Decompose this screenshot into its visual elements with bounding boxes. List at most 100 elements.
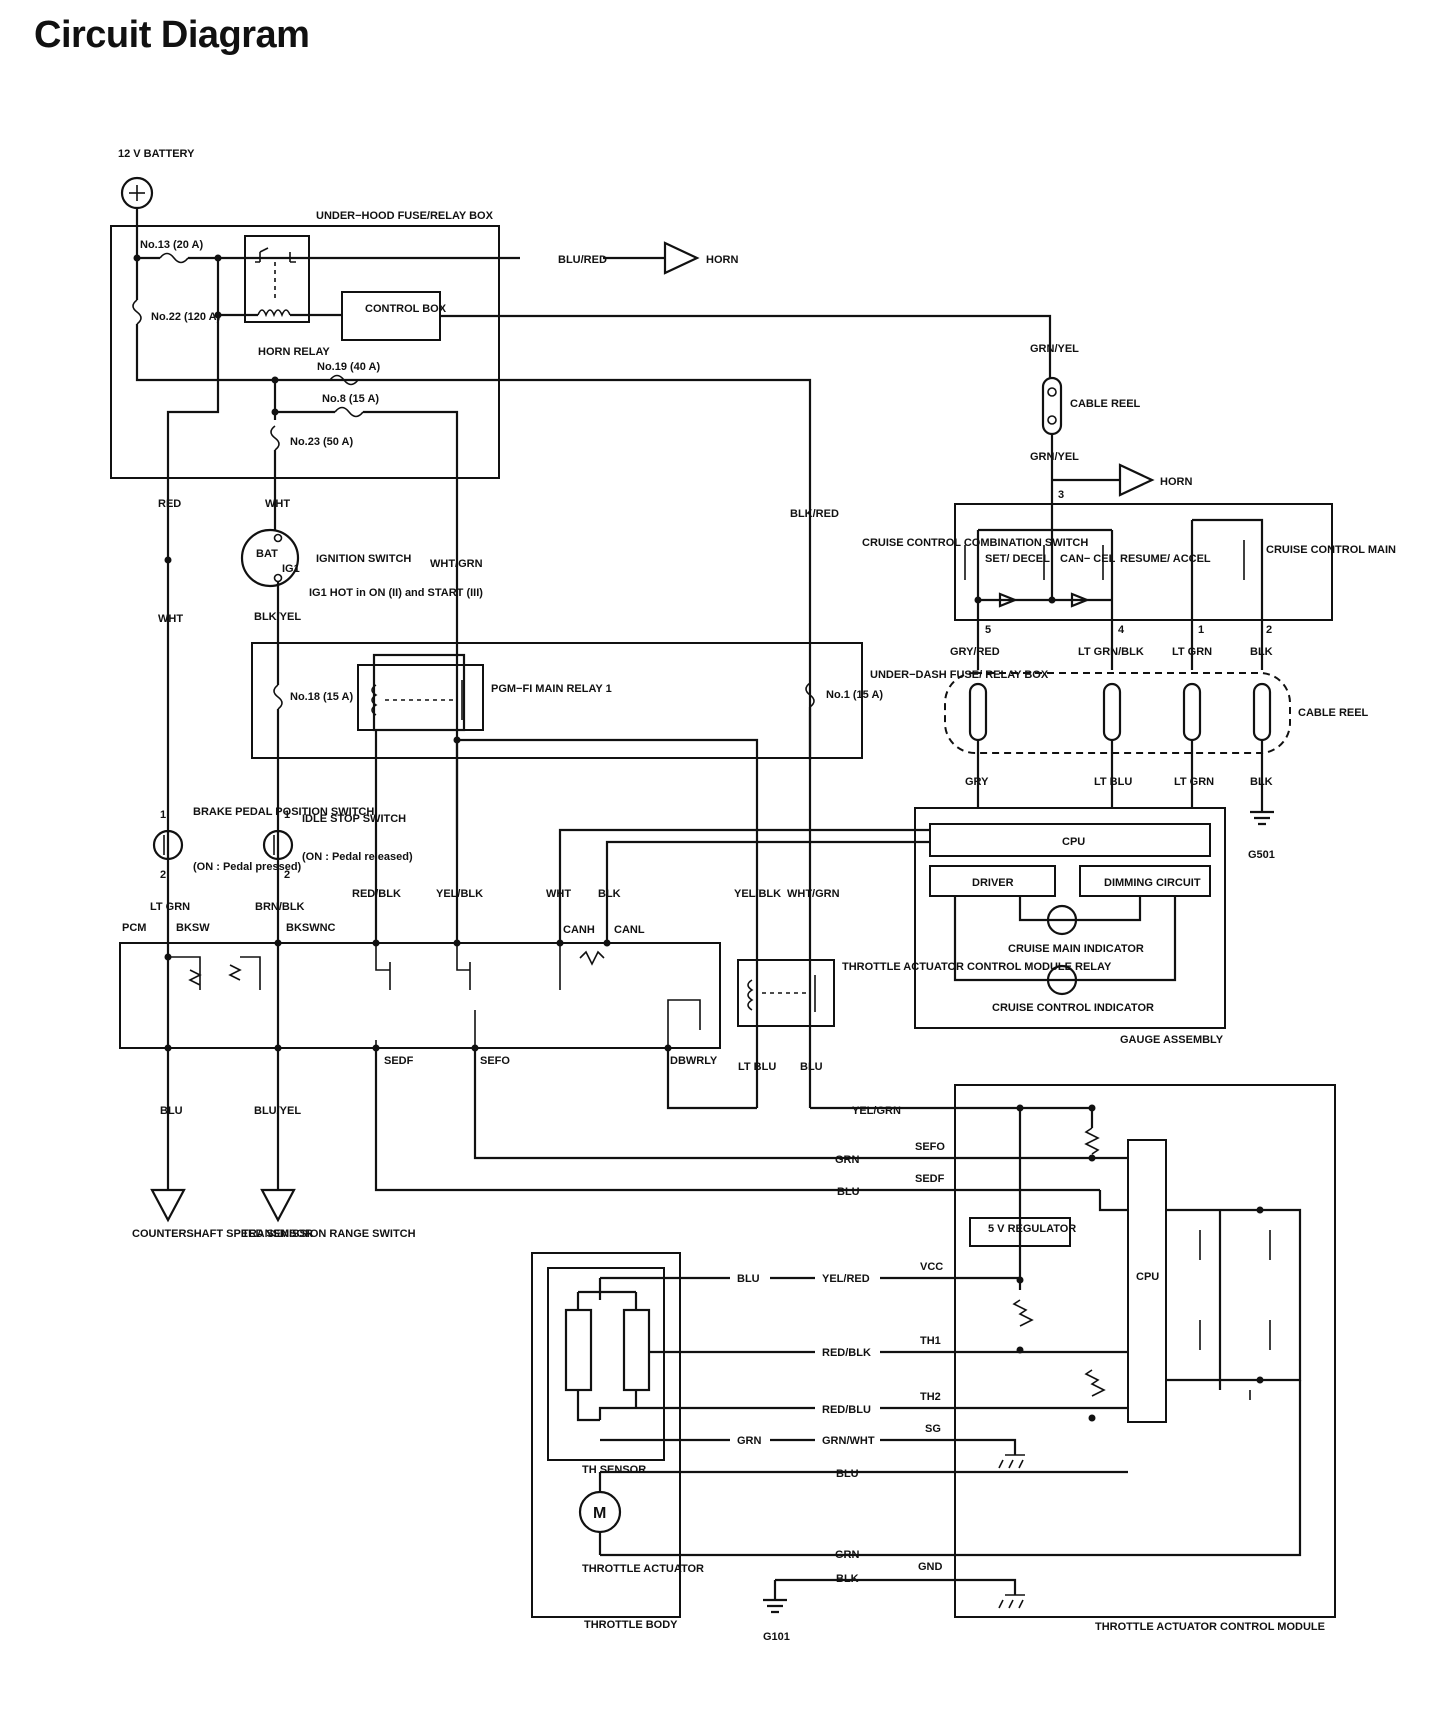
brake-switch-label: BRAKE PEDAL POSITION SWITCH	[193, 806, 374, 818]
cancel-label: CAN− CEL	[1060, 553, 1116, 565]
fuse-22-label: No.22 (120 A)	[151, 311, 221, 323]
ground-g501	[1250, 790, 1274, 826]
wire-red: RED	[158, 498, 181, 510]
fuse-13-symbol	[159, 252, 189, 264]
wire-blu-1: BLU	[160, 1105, 183, 1117]
brake-pedal-switch	[152, 829, 184, 861]
horn-2-label: HORN	[1160, 476, 1192, 488]
pin-2a: 2	[1266, 624, 1272, 636]
pin-3: 3	[1058, 489, 1064, 501]
wire-ltgrn-2: LT GRN	[1174, 776, 1214, 788]
cruise-main-indicator-label: CRUISE MAIN INDICATOR	[1008, 943, 1144, 955]
wire-blu-red: BLU/RED	[558, 254, 607, 266]
wire-grn-2: GRN	[737, 1435, 762, 1447]
wire-ltgrn-3: LT GRN	[150, 901, 190, 913]
pgm-fi-relay-label: PGM−FI MAIN RELAY 1	[491, 683, 612, 695]
battery-label: 12 V BATTERY	[118, 148, 195, 160]
control-box-label: CONTROL BOX	[365, 303, 447, 315]
tacm-relay	[737, 959, 835, 1027]
wire-red-blk-2: RED/BLK	[822, 1347, 871, 1359]
ground-g101	[763, 1580, 787, 1614]
wire-blu-5: BLU	[836, 1468, 859, 1480]
cable-reel-1-connector	[1041, 376, 1063, 436]
horn-1-label: HORN	[706, 254, 738, 266]
wire-blk-3: BLK	[598, 888, 621, 900]
wire-yel-grn: YEL/GRN	[852, 1105, 901, 1117]
throttle-body-label: THROTTLE BODY	[584, 1619, 678, 1631]
page-title: Circuit Diagram	[34, 14, 310, 56]
wire-sedf-2: SEDF	[915, 1173, 945, 1185]
pin-1b: 1	[160, 809, 166, 821]
ignition-bat: BAT	[256, 548, 278, 560]
transmission-arrow	[260, 1188, 296, 1223]
pcm-box	[119, 942, 721, 1049]
gauge-assembly-box	[914, 807, 1226, 1029]
driver-box	[929, 865, 1056, 897]
regulator-box	[969, 1217, 1071, 1247]
wire-wht-grn-1: WHT/GRN	[430, 558, 483, 570]
wire-blu-3: BLU	[837, 1186, 860, 1198]
pin-4: 4	[1118, 624, 1125, 636]
g101-label: G101	[763, 1631, 790, 1643]
ignition-ig1: IG1	[282, 563, 300, 575]
cruise-switch-box	[954, 503, 1333, 621]
wire-ltgrn-blk: LT GRN/BLK	[1078, 646, 1144, 658]
wire-blu-4: BLU	[737, 1273, 760, 1285]
cable-reel-1-label: CABLE REEL	[1070, 398, 1141, 410]
cruise-main-label: CRUISE CONTROL MAIN	[1266, 544, 1396, 556]
fuse-19-label: No.19 (40 A)	[317, 361, 381, 373]
dimming-label: DIMMING CIRCUIT	[1104, 877, 1201, 889]
cruise-control-indicator-bulb	[1046, 964, 1078, 996]
horn-1-arrow	[663, 241, 700, 275]
fuse-1-label: No.1 (15 A)	[826, 689, 883, 701]
wire-grv-red: GRY/RED	[950, 646, 1000, 658]
pin-1a: 1	[1198, 624, 1204, 636]
wire-blk-1: BLK	[1250, 646, 1273, 658]
pin-canl: CANL	[614, 924, 645, 936]
pin-dbwrly: DBWRLY	[670, 1055, 718, 1067]
under-dash-box	[251, 642, 863, 759]
wire-grn-wht: GRN/WHT	[822, 1435, 875, 1447]
cruise-control-indicator-label: CRUISE CONTROL INDICATOR	[992, 1002, 1154, 1014]
pin-gnd: GND	[918, 1561, 943, 1573]
wire-wht-3: WHT	[546, 888, 571, 900]
wire-grn-1: GRN	[835, 1154, 860, 1166]
pin-5: 5	[985, 624, 991, 636]
pin-2b: 2	[160, 869, 166, 881]
idle-note: (ON : Pedal released)	[302, 851, 413, 863]
fuse-8-label: No.8 (15 A)	[322, 393, 379, 405]
motor-label: M	[593, 1505, 606, 1522]
wire-blk-red-1: BLK/RED	[790, 508, 839, 520]
wire-blu-yel: BLU/YEL	[254, 1105, 301, 1117]
pin-sedf: SEDF	[384, 1055, 414, 1067]
under-hood-box-label: UNDER−HOOD FUSE/RELAY BOX	[316, 210, 494, 222]
g501-label: G501	[1248, 849, 1275, 861]
wire-sefo-2: SEFO	[915, 1141, 945, 1153]
cable-reel-2-label: CABLE REEL	[1298, 707, 1369, 719]
wire-wht-1: WHT	[158, 613, 183, 625]
fuse-23-label: No.23 (50 A)	[290, 436, 354, 448]
set-decel-label: SET/ DECEL	[985, 553, 1050, 565]
dimming-circuit-box	[1079, 865, 1211, 897]
horn-relay	[244, 235, 310, 323]
pin-sefo: SEFO	[480, 1055, 510, 1067]
pin-th2: TH2	[920, 1391, 941, 1403]
under-hood-box	[110, 225, 500, 479]
th-sensor-box	[547, 1267, 665, 1461]
fuse-18-label: No.18 (15 A)	[290, 691, 354, 703]
wire-grv: GRY	[965, 776, 989, 788]
cruise-main-indicator-bulb	[1046, 904, 1078, 936]
gauge-cpu	[929, 823, 1211, 857]
th-sensor-label: TH SENSOR	[582, 1464, 646, 1476]
cruise-switch-label: CRUISE CONTROL COMBINATION SWITCH	[862, 537, 1088, 549]
wire-wht-grn-2: WHT/GRN	[787, 888, 840, 900]
ignition-switch-label: IGNITION SWITCH	[316, 553, 411, 565]
fuse-13-label: No.13 (20 A)	[140, 239, 204, 251]
wire-yel-blk-1: YEL/BLK	[436, 888, 483, 900]
throttle-actuator-label: THROTTLE ACTUATOR	[582, 1563, 704, 1575]
horn-2-arrow	[1118, 463, 1155, 497]
pin-canh: CANH	[563, 924, 595, 936]
wire-red-blu: RED/BLU	[822, 1404, 871, 1416]
idle-switch-label: IDLE STOP SWITCH	[302, 813, 406, 825]
